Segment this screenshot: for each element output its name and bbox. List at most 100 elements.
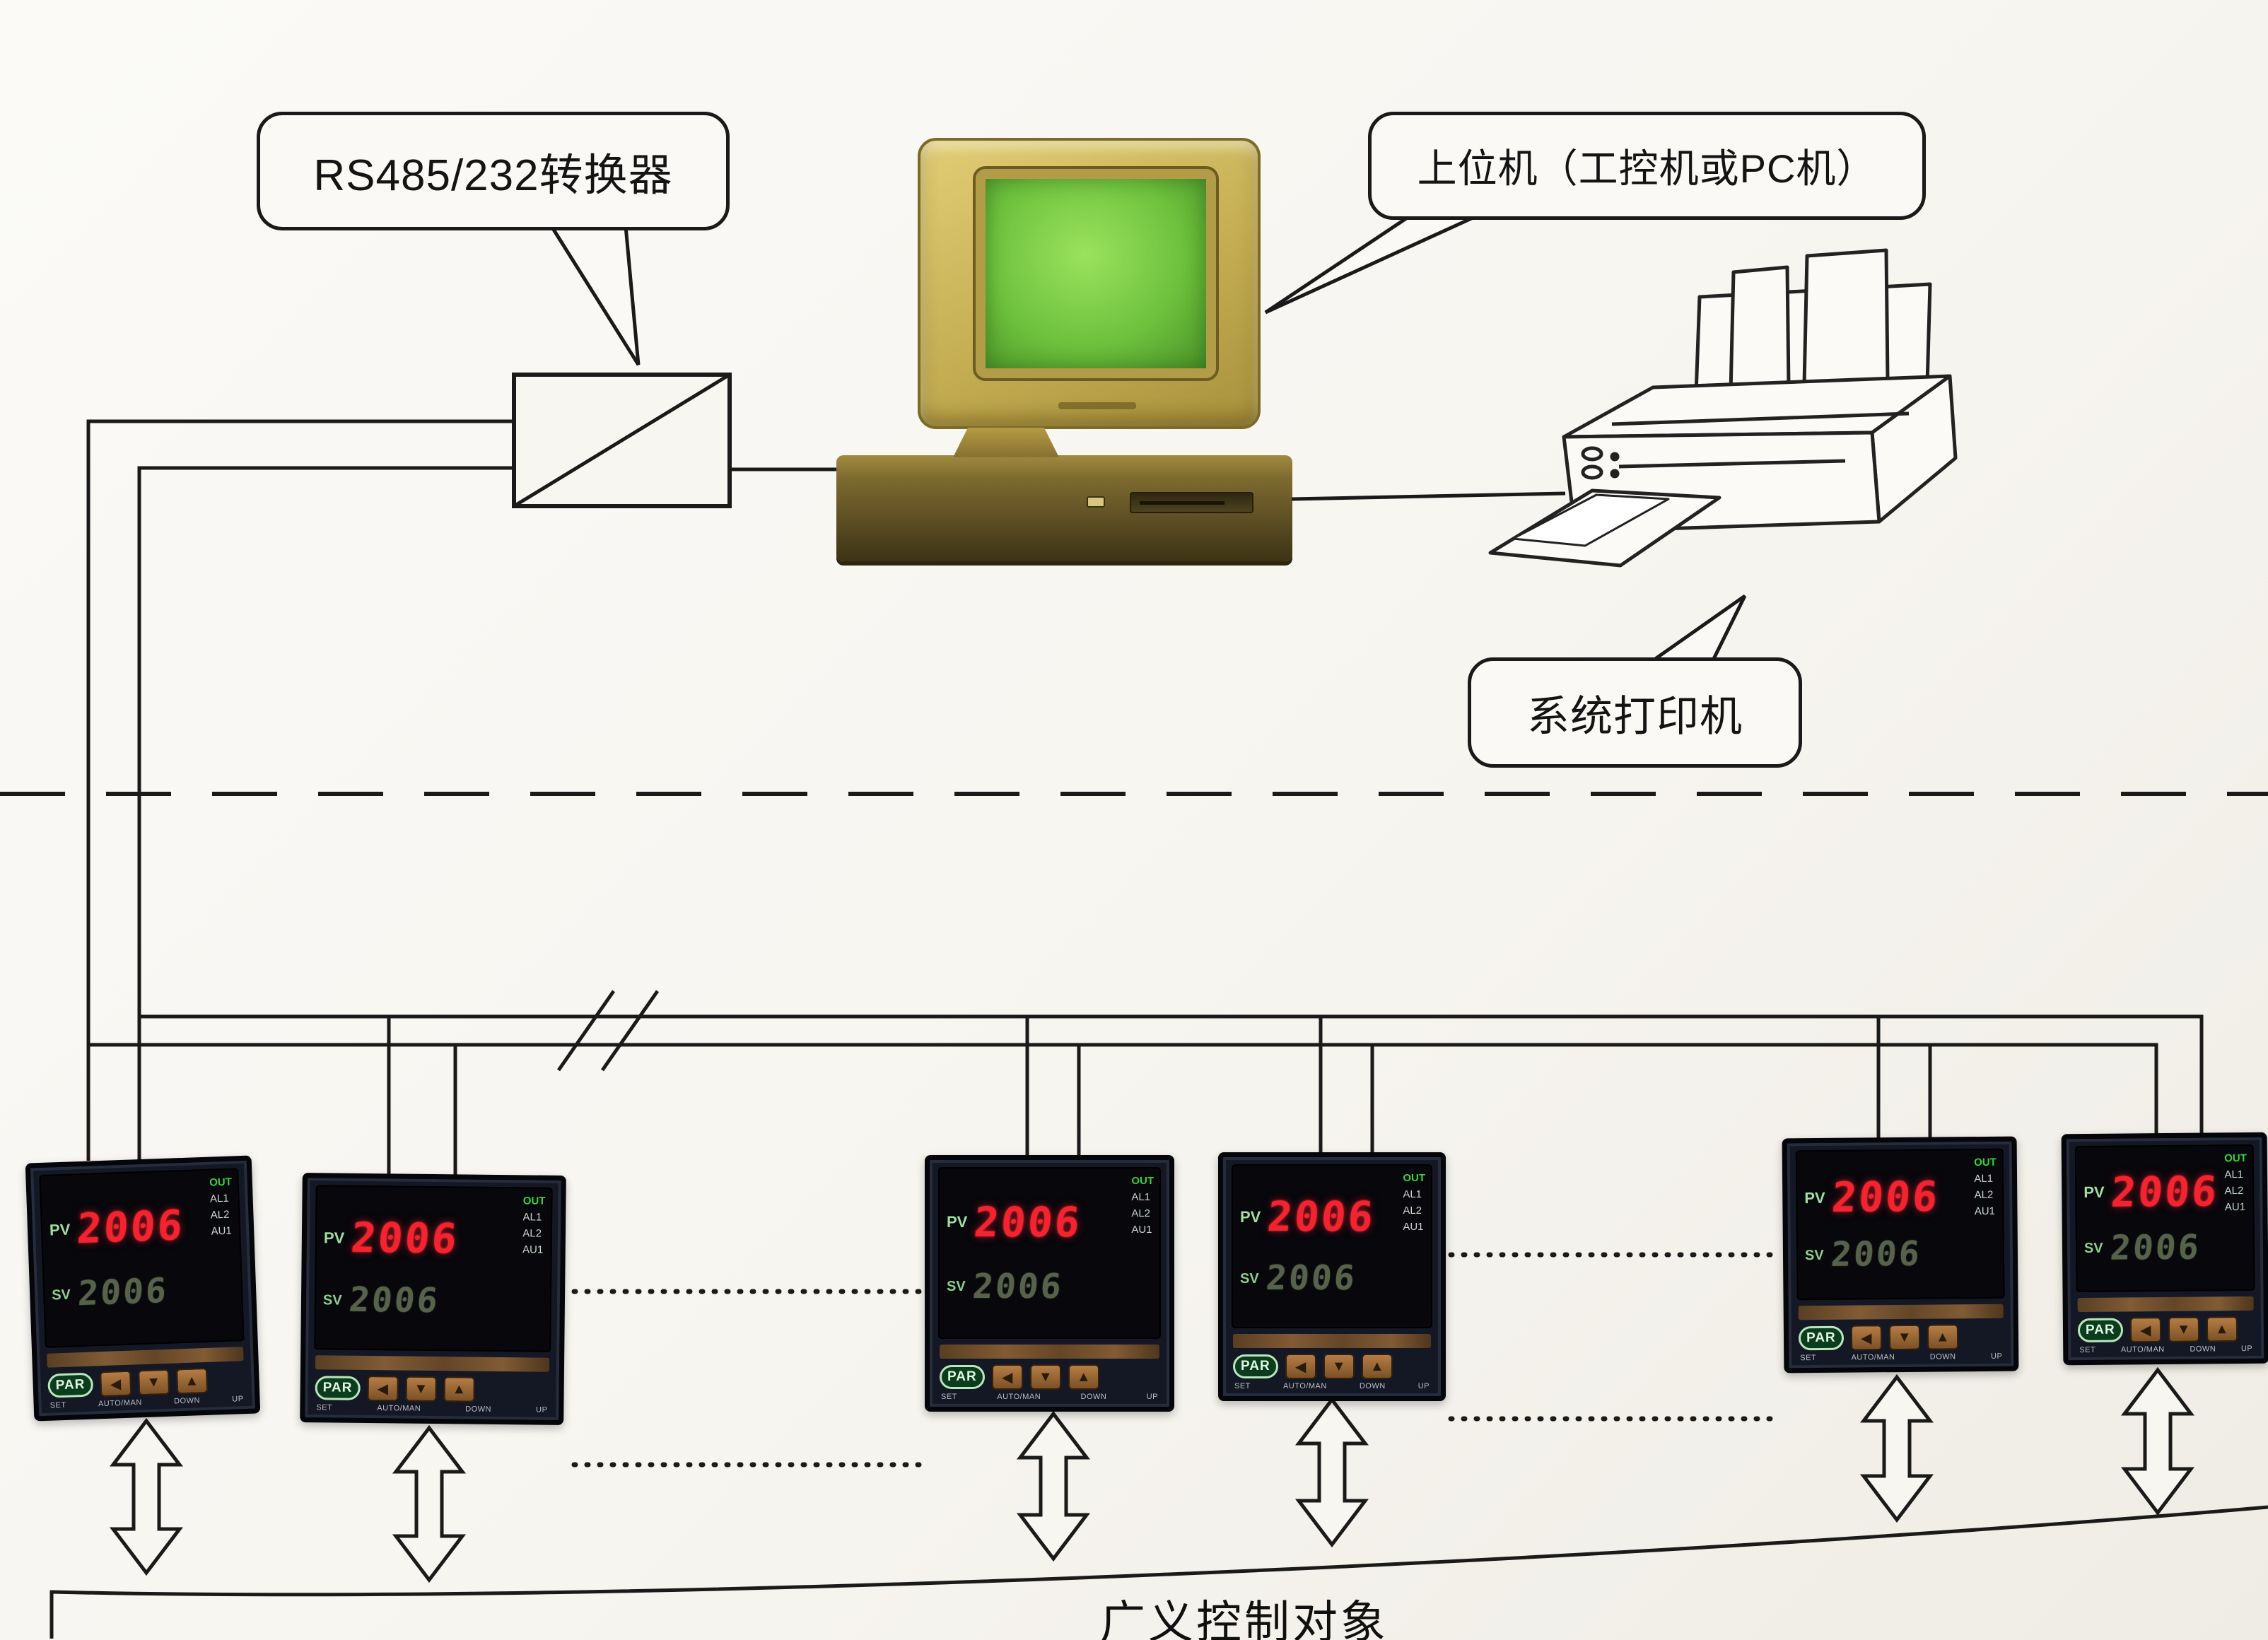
monitor-stand <box>953 428 1059 457</box>
par-button[interactable]: PAR <box>1233 1354 1278 1378</box>
indicator-al2: AL2 <box>1403 1205 1422 1217</box>
key-label-down: DOWN <box>2190 1345 2216 1354</box>
crt-monitor <box>918 138 1261 429</box>
bubble-system-printer: 系统打印机 <box>1468 657 1802 768</box>
key-row: PAR ◀ ▼ ▲ <box>1232 1348 1432 1379</box>
indicator-al2: AL2 <box>1974 1188 1994 1202</box>
indicator-au1: AU1 <box>2224 1201 2246 1214</box>
pv-label: PV <box>323 1229 345 1247</box>
key-label-automan: AUTO/MAN <box>2120 1345 2165 1354</box>
bubble-rs485-converter-text: RS485/232转换器 <box>313 151 673 200</box>
shift-key[interactable]: ◀ <box>367 1376 399 1402</box>
key-row: PAR ◀ ▼ ▲ <box>1797 1318 2005 1352</box>
sv-row: SV 2006 <box>323 1280 543 1320</box>
shift-key[interactable]: ◀ <box>2129 1317 2161 1343</box>
monitor-screen <box>973 166 1219 381</box>
down-key[interactable]: ▼ <box>1323 1354 1355 1379</box>
shift-key[interactable]: ◀ <box>991 1364 1023 1390</box>
par-button[interactable]: PAR <box>1798 1325 1844 1351</box>
computer-case <box>836 455 1292 561</box>
sv-label: SV <box>51 1287 71 1304</box>
down-key[interactable]: ▼ <box>1029 1364 1061 1390</box>
sv-readout: 2006 <box>76 1270 169 1314</box>
par-button[interactable]: PAR <box>315 1376 361 1400</box>
status-indicators: OUT AL1 AL2 AU1 <box>1403 1173 1425 1232</box>
indicator-al1: AL1 <box>2224 1168 2244 1181</box>
down-key[interactable]: ▼ <box>137 1369 170 1396</box>
floppy-drive-slot <box>1130 492 1253 513</box>
controller-display: PV 2006 SV 2006 OUT AL1 AL2 AU1 <box>314 1185 553 1352</box>
up-key[interactable]: ▲ <box>1927 1324 1958 1350</box>
controller-display: PV 2006 SV 2006 OUT AL1 AL2 AU1 <box>1795 1148 2005 1301</box>
bubble-tail-printer <box>1645 594 1747 667</box>
controller-display: PV 2006 SV 2006 OUT AL1 AL2 AU1 <box>2074 1144 2255 1293</box>
printer-front-face <box>1562 430 1881 534</box>
pv-row: PV 2006 <box>2083 1167 2245 1216</box>
shift-key[interactable]: ◀ <box>1285 1354 1316 1379</box>
sv-row: SV 2006 <box>51 1270 234 1314</box>
updown-arrow <box>392 1424 467 1583</box>
key-label-down: DOWN <box>465 1405 492 1414</box>
shift-key[interactable]: ◀ <box>99 1370 132 1398</box>
key-label-down: DOWN <box>1929 1352 1956 1361</box>
key-label-down: DOWN <box>1359 1382 1386 1390</box>
indicator-out: OUT <box>522 1195 546 1207</box>
key-label-automan: AUTO/MAN <box>98 1398 142 1409</box>
key-label-automan: AUTO/MAN <box>997 1393 1041 1401</box>
indicator-au1: AU1 <box>522 1243 544 1256</box>
case-power-button <box>1087 496 1105 508</box>
updown-arrow <box>1294 1396 1369 1548</box>
down-key[interactable]: ▼ <box>2168 1316 2199 1342</box>
panel-trim-strip <box>1798 1304 2004 1320</box>
indicator-out: OUT <box>1403 1172 1425 1184</box>
indicator-al1: AL1 <box>1974 1172 1994 1185</box>
printer-illustration <box>1488 248 1958 568</box>
temp-controller: PV 2006 SV 2006 OUT AL1 AL2 AU1 <box>925 1155 1174 1412</box>
bubble-rs485-converter: RS485/232转换器 <box>257 112 730 230</box>
up-key[interactable]: ▲ <box>2206 1316 2238 1342</box>
status-indicators: OUT AL1 AL2 AU1 <box>1131 1176 1154 1235</box>
printer-indicator-dot <box>1610 452 1620 462</box>
printer-button <box>1581 446 1603 462</box>
pv-label: PV <box>1240 1207 1261 1226</box>
pv-label: PV <box>1804 1188 1825 1207</box>
pv-row: PV 2006 <box>1240 1193 1424 1241</box>
panel-trim-strip <box>315 1355 550 1372</box>
key-label-up: UP <box>535 1405 548 1414</box>
down-key[interactable]: ▼ <box>1888 1324 1920 1351</box>
shift-key[interactable]: ◀ <box>1850 1325 1882 1351</box>
key-labels: SET AUTO/MAN DOWN UP <box>2076 1342 2255 1354</box>
up-key[interactable]: ▲ <box>175 1367 208 1395</box>
par-button[interactable]: PAR <box>47 1372 94 1398</box>
up-key[interactable]: ▲ <box>1068 1364 1099 1390</box>
temp-controller: PV 2006 SV 2006 OUT AL1 AL2 AU1 <box>25 1155 261 1422</box>
up-key[interactable]: ▲ <box>443 1376 475 1402</box>
sv-row: SV 2006 <box>1240 1258 1424 1299</box>
key-labels: SET AUTO/MAN DOWN UP <box>938 1390 1161 1401</box>
bubble-tail-converter <box>549 224 641 366</box>
indicator-al1: AL1 <box>1403 1188 1422 1200</box>
printer-lid-line <box>1611 411 1910 426</box>
up-key[interactable]: ▲ <box>1361 1354 1393 1379</box>
pv-row: PV 2006 <box>1804 1173 1995 1222</box>
printer-output-paper <box>1512 493 1670 547</box>
indicator-al2: AL2 <box>522 1227 542 1240</box>
indicator-al2: AL2 <box>210 1208 230 1222</box>
key-label-down: DOWN <box>1080 1393 1107 1401</box>
par-button[interactable]: PAR <box>940 1365 985 1389</box>
pv-row: PV 2006 <box>323 1214 544 1263</box>
pv-label: PV <box>49 1220 71 1239</box>
par-button[interactable]: PAR <box>2077 1318 2123 1343</box>
pv-readout: 2006 <box>1265 1193 1378 1241</box>
monitor-logo <box>1058 402 1136 409</box>
indicator-al1: AL1 <box>209 1192 229 1205</box>
sv-label: SV <box>947 1279 966 1295</box>
down-key[interactable]: ▼ <box>405 1376 437 1402</box>
sv-label: SV <box>2083 1241 2103 1257</box>
sv-readout: 2006 <box>1264 1258 1358 1299</box>
bubble-tail-host <box>1264 213 1480 315</box>
sv-label: SV <box>1804 1247 1824 1263</box>
printer-output-tray <box>1488 488 1722 568</box>
temp-controller: PV 2006 SV 2006 OUT AL1 AL2 AU1 <box>300 1173 566 1425</box>
key-label-set: SET <box>316 1403 333 1412</box>
